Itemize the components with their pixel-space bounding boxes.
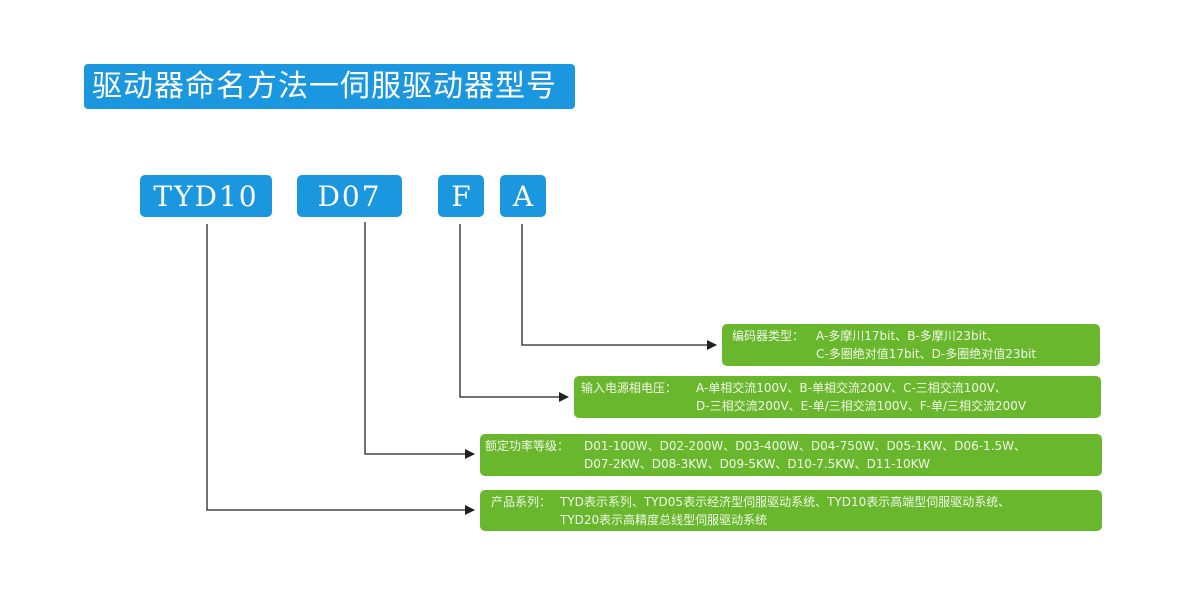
- code-power: D07: [297, 175, 402, 217]
- power-input-label: 输入电源相电压：: [581, 381, 678, 395]
- encoder-line1: A-多摩川17bit、B-多摩川23bit、: [816, 329, 999, 343]
- connector-encoder: [521, 224, 717, 350]
- code-series: TYD10: [140, 175, 272, 217]
- rated-power-description: 额定功率等级： D01-100W、D02-200W、D03-400W、D04-7…: [480, 434, 1102, 476]
- page-title: 驱动器命名方法一伺服驱动器型号: [84, 64, 575, 109]
- code-encoder: A: [500, 175, 546, 217]
- encoder-line2: C-多圈绝对值17bit、D-多圈绝对值23bit: [816, 347, 1037, 361]
- series-line2: TYD20表示高精度总线型伺服驱动系统: [560, 513, 768, 527]
- power-input-description: 输入电源相电压： A-单相交流100V、B-单相交流200V、C-三相交流100…: [574, 376, 1101, 418]
- code-voltage: F: [438, 175, 484, 217]
- series-line1: TYD表示系列、TYD05表示经济型伺服驱动系统、TYD10表示高端型伺服驱动系…: [560, 495, 1011, 509]
- connector-power: [364, 222, 475, 459]
- connector-series: [206, 224, 475, 515]
- rated-power-line2: D07-2KW、D08-3KW、D09-5KW、D10-7.5KW、D11-10…: [584, 457, 930, 471]
- rated-power-label: 额定功率等级：: [485, 439, 570, 453]
- power-input-line2: D-三相交流200V、E-单/三相交流100V、F-单/三相交流200V: [696, 399, 1027, 413]
- series-label: 产品系列：: [491, 495, 552, 509]
- connector-voltage: [459, 224, 569, 402]
- product-series-description: 产品系列： TYD表示系列、TYD05表示经济型伺服驱动系统、TYD10表示高端…: [480, 490, 1102, 531]
- encoder-type-description: 编码器类型： A-多摩川17bit、B-多摩川23bit、 C-多圈绝对值17b…: [722, 324, 1100, 366]
- rated-power-line1: D01-100W、D02-200W、D03-400W、D04-750W、D05-…: [584, 439, 1027, 453]
- power-input-line1: A-单相交流100V、B-单相交流200V、C-三相交流100V、: [696, 381, 1007, 395]
- encoder-label: 编码器类型：: [732, 329, 805, 343]
